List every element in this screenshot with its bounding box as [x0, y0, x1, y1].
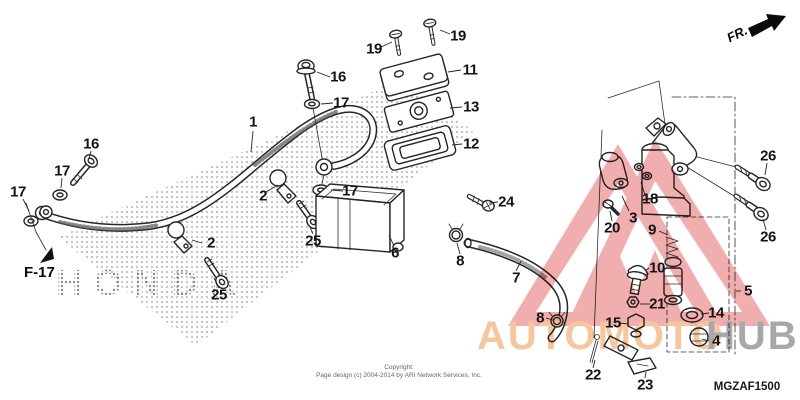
copyright-line2: Page design (c) 2004-2014 by ARI Network… [316, 372, 482, 379]
stopper-bracket-23 [627, 357, 657, 375]
boot-cap-4 [689, 327, 709, 347]
bolt-25a [204, 257, 229, 290]
reservoir-cover-11 [379, 53, 450, 102]
reservoir-6 [315, 183, 405, 253]
frame-ref-label: F-17 [24, 264, 55, 281]
automotohub-text-left: AUTOMOTO [477, 314, 725, 358]
screw-19a [388, 29, 403, 56]
hose-clamp-8a [448, 223, 464, 243]
automotohub-watermark: AUTOMOTO HUB [477, 139, 799, 358]
screw-24 [466, 193, 495, 212]
cotter-pin-22 [589, 334, 600, 364]
frame-ref-arrow [25, 202, 54, 263]
hose-clamp-2b [167, 221, 193, 254]
bolt-26b [733, 193, 769, 222]
automotohub-text-right: HUB [706, 314, 799, 358]
fr-direction: FR. [724, 14, 786, 45]
diaphragm-12 [383, 125, 457, 171]
hose-clamp-2a [269, 169, 297, 204]
washer-17-left [23, 189, 68, 227]
bolt-16-top [296, 59, 323, 159]
diagram-code: MGZAF1500 [714, 381, 780, 393]
automotohub-logo-icon [508, 139, 770, 326]
screw-19b [423, 18, 437, 46]
assembly-boundary-5 [671, 96, 736, 357]
clevis-fork [603, 335, 639, 361]
pushrod-10 [626, 264, 649, 296]
bolt-26a [734, 164, 771, 192]
diaphragm-plate-13 [383, 90, 455, 133]
fr-label: FR. [724, 23, 749, 46]
copyright-line1: Copyright: [384, 364, 414, 371]
bolt-16-left [70, 154, 99, 186]
honda-watermark-text: HONDA [56, 262, 248, 303]
fr-arrow-icon [748, 14, 786, 37]
